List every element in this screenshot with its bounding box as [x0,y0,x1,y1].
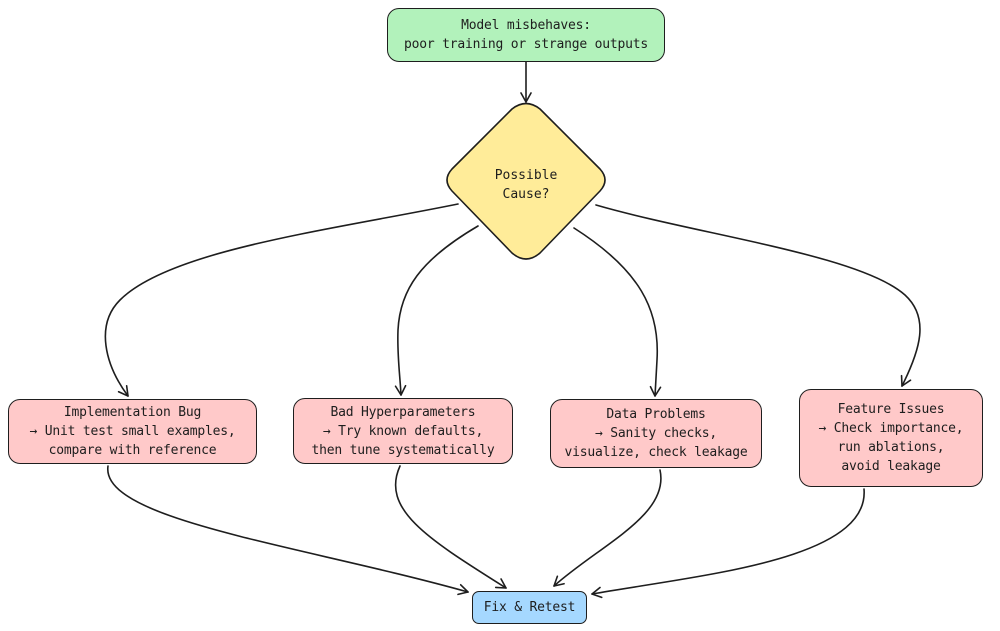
fix-and-retest-node: Fix & Retest [472,591,587,624]
feature-issues-line-2: → Check importance, [818,421,964,436]
arrow-decision-to-data [573,227,662,397]
bad-hyperparameters-title: Bad Hyperparameters [330,404,476,420]
arrow-data-to-end [553,469,662,587]
implementation-bug-node: Implementation Bug → Unit test small exa… [8,399,257,464]
implementation-bug-title: Implementation Bug [63,405,202,420]
decision-label: Possible Cause? [470,166,582,204]
decision-line-1: Possible [494,168,558,183]
data-problems-node: Data Problems → Sanity checks, visualize… [550,399,762,468]
bad-hyperparameters-node: Bad Hyperparameters → Try known defaults… [293,398,513,464]
arrow-implementation-to-end [107,465,469,596]
feature-issues-line-3: run ablations, [837,440,945,455]
decision-line-2: Cause? [502,187,550,202]
implementation-bug-line-3: compare with reference [48,443,217,458]
start-line-2: poor training or strange outputs [403,37,649,52]
bad-hyperparameters-line-2: → Try known defaults, [322,423,484,439]
feature-issues-node: Feature Issues → Check importance, run a… [799,389,983,487]
start-line-1: Model misbehaves: [461,18,591,33]
arrow-features-to-end [591,488,865,599]
arrow-decision-to-implementation [104,203,459,397]
arrow-decision-to-features [595,204,921,387]
data-problems-line-3: visualize, check leakage [564,445,748,460]
data-problems-line-2: → Sanity checks, [594,426,718,441]
data-problems-title: Data Problems [606,407,706,422]
feature-issues-title: Feature Issues [837,402,945,417]
arrow-decision-to-hyperparameters [394,225,479,396]
bad-hyperparameters-line-3: then tune systematically [311,442,495,458]
decision-diamond [446,102,606,260]
implementation-bug-line-2: → Unit test small examples, [29,424,236,439]
arrow-hyperparameters-to-end [394,465,507,589]
feature-issues-line-4: avoid leakage [841,459,941,474]
fix-and-retest-label: Fix & Retest [483,600,576,615]
start-node: Model misbehaves: poor training or stran… [387,8,665,62]
